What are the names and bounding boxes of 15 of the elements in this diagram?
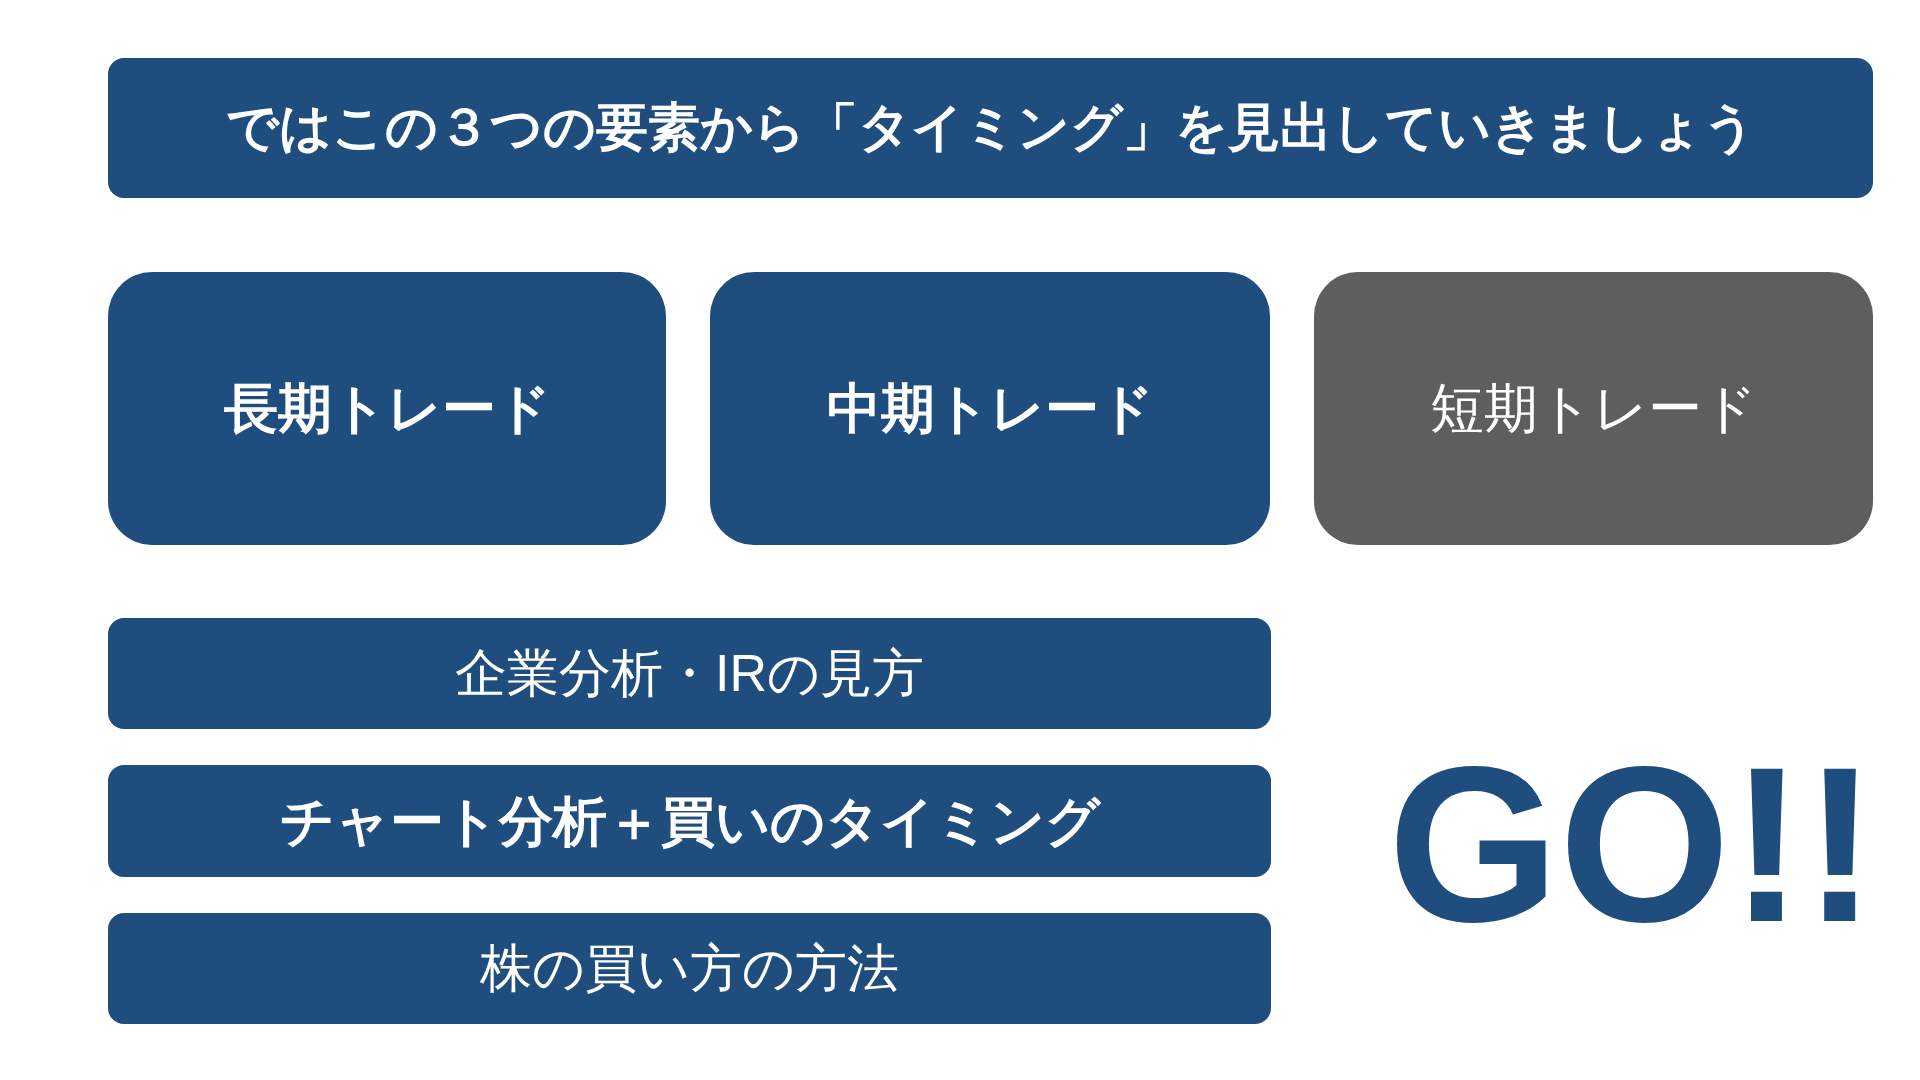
bar-text: チャート分析＋買いのタイミング	[279, 789, 1100, 853]
trade-card	[108, 272, 666, 545]
slogan-text: GO!!	[1388, 735, 1877, 955]
card-title: 長期トレード	[223, 377, 551, 440]
banner-text: ではこの３つの要素から「タイミング」を見出していきましょう	[225, 98, 1756, 158]
trade-card	[710, 272, 1270, 545]
card-title: 中期トレード	[826, 377, 1154, 440]
title-banner	[108, 58, 1873, 198]
card-title: 短期トレード	[1430, 377, 1757, 440]
topic-bar	[108, 618, 1271, 729]
topic-bar	[108, 765, 1271, 877]
bar-text: 企業分析・IRの見方	[455, 643, 924, 704]
bar-text: 株の買い方の方法	[480, 938, 899, 999]
trade-card	[1314, 272, 1873, 545]
topic-bar	[108, 913, 1271, 1024]
